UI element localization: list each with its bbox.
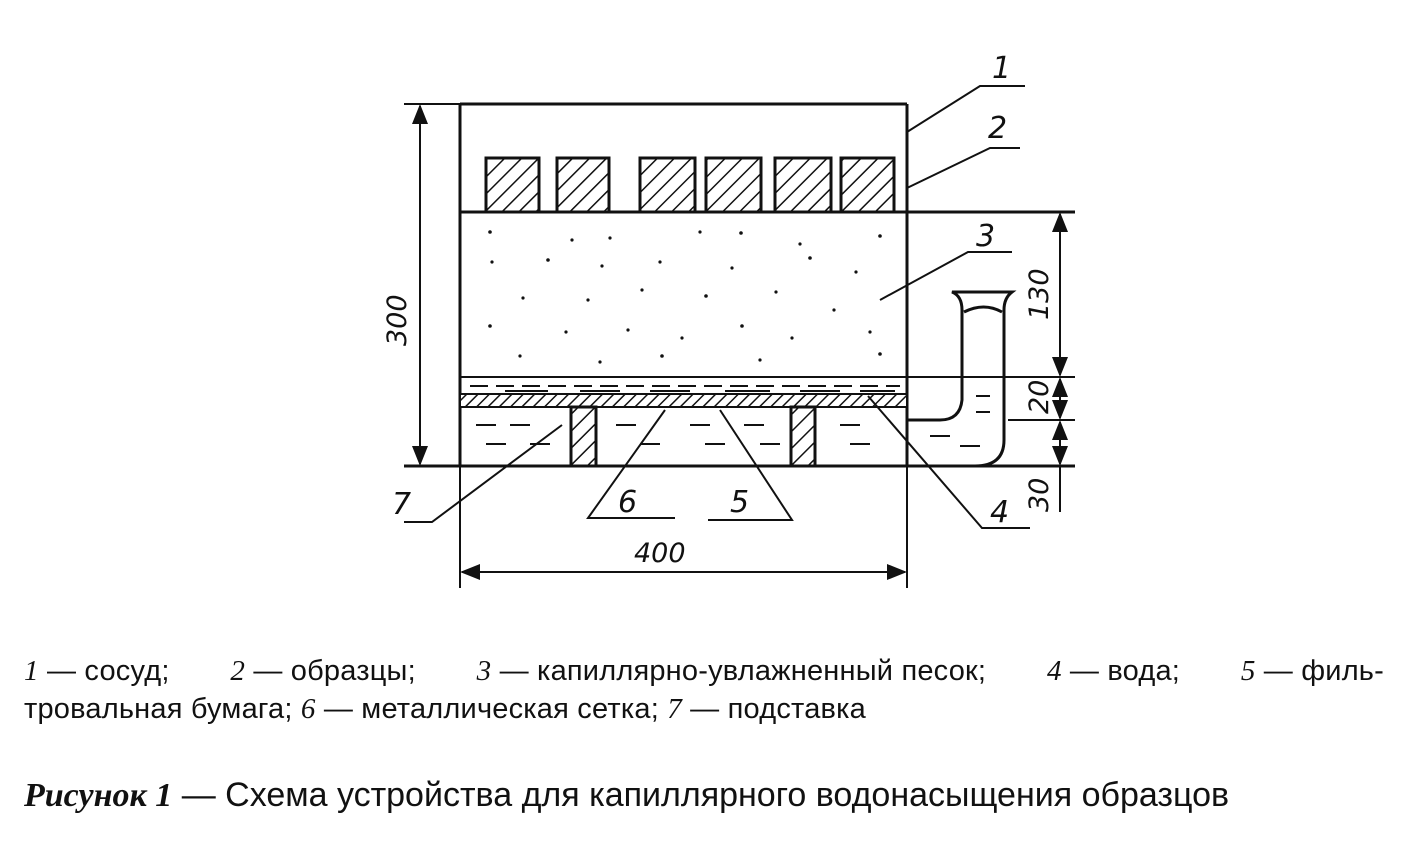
legend-item-4: 4 — вода;: [1046, 655, 1181, 687]
legend-item-3: 3 — капиллярно-увлажненный песок;: [476, 655, 987, 687]
device-schematic: 1 2 3 4 5 6 7 300 400 130 20 30: [382, 51, 1075, 588]
legend-item-2: 2 — образцы;: [230, 655, 416, 687]
caption-lead: Рисунок 1: [24, 777, 173, 814]
legend-item-5-cont: тровальная бумага;: [24, 693, 301, 725]
legend-item-1: 1 — сосуд;: [24, 655, 170, 687]
samples: [484, 156, 896, 214]
sand-texture: [488, 230, 882, 364]
stands: [569, 405, 817, 468]
legend-item-6: 6 — металлическая сетка;: [300, 693, 668, 725]
dim-width-label: 400: [634, 538, 686, 569]
dim-stand-label: 30: [1024, 478, 1055, 512]
legend-line-2: тровальная бумага; 6 — металлическая сет…: [24, 690, 1384, 728]
water-level: [460, 376, 1075, 387]
caption-text: — Схема устройства для капиллярного водо…: [172, 776, 1230, 814]
legend-item-7: 7 — подставка: [667, 693, 866, 725]
metal-mesh: [459, 393, 908, 408]
legend-item-5: 5 — филь-: [1240, 655, 1384, 687]
callout-3: 3: [976, 219, 995, 254]
dimension-right: [1008, 212, 1075, 512]
callout-6: 6: [618, 485, 637, 520]
dimension-height: [404, 103, 460, 466]
water-dashes: [476, 395, 990, 447]
dimension-width: [459, 466, 908, 588]
legend-line-1: 1 — сосуд; 2 — образцы; 3 — капиллярно-у…: [24, 652, 1384, 690]
figure-caption: Рисунок 1 — Схема устройства для капилля…: [24, 776, 1404, 815]
figure-legend: 1 — сосуд; 2 — образцы; 3 — капиллярно-у…: [24, 652, 1384, 728]
water-tube: [907, 290, 1017, 468]
callout-numbers: 1 2 3 4 5 6 7: [392, 51, 1011, 530]
dim-gap-label: 20: [1024, 380, 1055, 414]
callout-2: 2: [988, 111, 1007, 146]
callout-7: 7: [392, 487, 411, 522]
callout-1: 1: [992, 51, 1011, 86]
dim-height-label: 300: [382, 294, 413, 346]
callout-4: 4: [990, 495, 1009, 530]
callout-5: 5: [730, 485, 749, 520]
callout-leaders: [404, 85, 1030, 529]
dim-sand-label: 130: [1024, 268, 1055, 320]
